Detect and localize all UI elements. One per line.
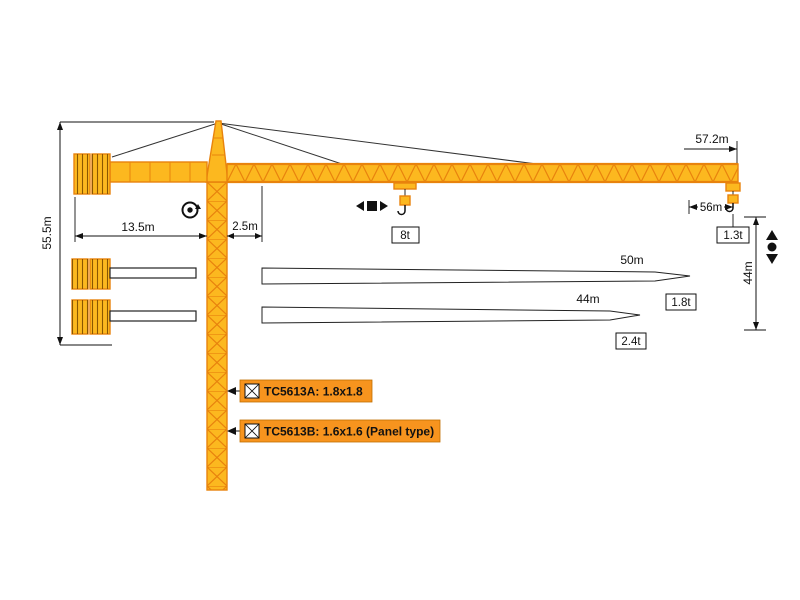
slewing-icon [181,201,201,219]
dim-total-height: 55.5m [40,121,214,346]
arrowhead [689,204,697,210]
model-labels: TC5613A: 1.8x1.8 TC5613B: 1.6x1.6 (Panel… [227,379,441,443]
arrowhead [725,204,733,210]
arrowhead [753,217,759,225]
counterweight-hatch [90,259,110,289]
dim-right-height: 44m [741,216,766,331]
right-arrow-icon [380,201,388,211]
jib-variants: 50m 1.8t 44m 2.4t [261,253,697,350]
dim-label-counterjib: 13.5m [121,220,154,234]
hoist-dot-icon [767,242,777,252]
leader-arrow-icon [227,387,236,395]
mast-lattice [207,182,227,490]
load-label-1-8t: 1.8t [671,297,691,309]
dim-max-radius: 56m [688,200,733,214]
tie-rods [111,122,561,168]
dim-jib-root-offset: 2.5m [227,186,263,242]
mast-section-icon-braces [244,383,260,399]
counterjib-beam [109,267,197,279]
slewing-arrow [195,204,201,209]
arrowhead [227,233,234,239]
up-arrow-icon [766,230,778,240]
model-label-a: TC5613A: 1.8x1.8 [227,379,373,403]
load-label-8t: 8t [400,230,410,242]
counterweight-hatch [92,154,110,194]
slewing-dot [187,207,193,213]
model-label-b: TC5613B: 1.6x1.6 (Panel type) [227,419,441,443]
counter-jib [73,153,208,195]
jib-length-label-44m: 44m [576,292,599,306]
jib-variant-50m: 50m 1.8t [261,253,697,311]
tie-rod-jib-2 [217,122,561,168]
model-b-label: TC5613B: 1.6x1.6 (Panel type) [264,425,434,439]
tower-crane [73,120,778,491]
dim-label-jib-length: 57.2m [695,132,728,146]
dim-label-total-height: 55.5m [40,216,54,249]
arrowhead [199,233,207,239]
jib-profile-50m [261,267,691,285]
mast [206,181,228,491]
arrowhead [753,322,759,330]
load-box [665,293,697,311]
dim-counterjib-length: 13.5m [74,197,207,242]
trolley-square-icon [367,201,377,211]
jib-length-label-50m: 50m [620,253,643,267]
dim-label-max-radius: 56m [700,202,722,214]
jib-variant-44m: 44m 2.4t [261,292,647,350]
tower-head-shape [205,120,229,183]
jib-profile-44m [261,306,641,324]
jib-lattice [227,164,738,182]
counterweight-hatch [90,300,110,334]
model-a-box [239,379,373,403]
load-box [716,226,750,244]
hook-block [399,195,411,206]
counterweight-hatch [72,259,88,289]
trolley-hook [393,182,417,216]
load-label-1-3t: 1.3t [723,230,743,242]
tip-load-56m: 1.3t [716,214,750,244]
dim-label-right-height: 44m [741,261,755,284]
trolley [393,182,417,190]
arrowhead [57,122,63,130]
arrowhead [57,337,63,345]
tie-rod-jib-1 [217,122,346,166]
counterweight-hatch [74,154,90,194]
dimensions: 55.5m 13.5m 2.5m 57.2m [40,121,766,346]
mast-section-icon-braces [244,423,260,439]
tip-pulley [725,182,741,192]
jib [226,162,739,184]
model-b-box [239,419,441,443]
counterjib-variants [71,258,197,335]
load-label-2-4t: 2.4t [621,336,641,348]
model-a-label: TC5613A: 1.8x1.8 [264,385,363,399]
tie-rod-counterjib [111,122,219,158]
mid-load: 8t [391,226,420,244]
hook-icon [397,205,406,216]
dim-jib-length: 57.2m [684,132,738,163]
counterjib-variant-1 [71,258,197,290]
left-arrow-icon [356,201,364,211]
hoist-travel-icon [766,230,778,264]
hook-block [727,194,739,204]
load-box [391,226,420,244]
counterjib-body [109,161,208,183]
arrowhead [255,233,262,239]
leader-arrow-icon [227,427,236,435]
arrowhead [729,146,737,152]
arrowhead [75,233,83,239]
load-box [615,332,647,350]
counterjib-beam [109,310,197,322]
counterweight-hatch [72,300,88,334]
trolley-travel-icon [356,201,388,211]
counterjib-variant-2 [71,299,197,335]
dim-label-root-offset: 2.5m [232,221,258,233]
tower-head [205,120,229,183]
down-arrow-icon [766,254,778,264]
